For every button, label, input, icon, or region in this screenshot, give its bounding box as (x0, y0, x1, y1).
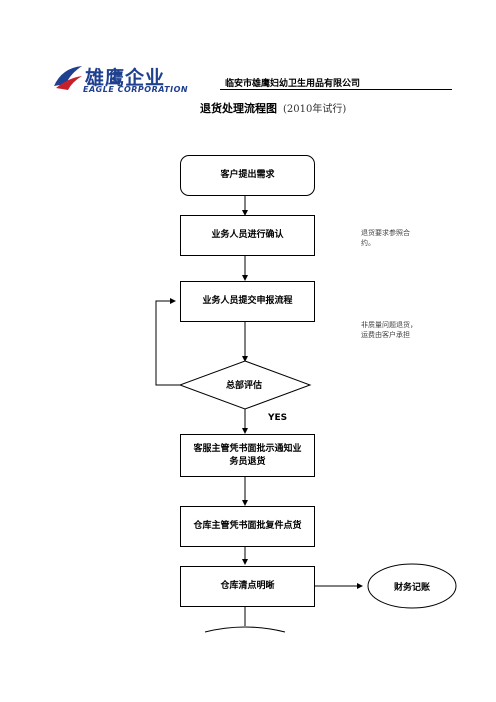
finance-label: 财务记账 (393, 583, 430, 593)
node-step1-label: 业务人员进行确认 (211, 230, 284, 241)
node-step1: 业务人员进行确认 (180, 215, 315, 256)
eagle-logo-icon (54, 66, 82, 90)
node-step4-label: 仓库主管凭书面批复件点货 (193, 521, 302, 532)
node-start-label: 客户提出需求 (220, 170, 275, 181)
company-name: 临安市雄鹰妇幼卫生用品有限公司 (225, 79, 361, 89)
node-start: 客户提出需求 (180, 155, 315, 196)
yes-label: YES (268, 413, 288, 423)
node-step2: 业务人员提交申报流程 (180, 281, 315, 322)
note-return-contract: 退货要求参照合约。 (361, 229, 410, 248)
node-step3: 客服主管凭书面批示通知业 务员退货 (180, 434, 315, 477)
node-step5: 仓库清点明晰 (180, 566, 315, 607)
arrow-decision-loop-back (155, 298, 180, 386)
logo-chinese-name: 雄鹰企业 (85, 67, 166, 89)
header-divider (220, 89, 452, 90)
node-step2-label: 业务人员提交申报流程 (202, 296, 293, 307)
decision-label: 总部评估 (225, 381, 262, 391)
decision-diamond (178, 360, 312, 410)
node-step5-label: 仓库清点明晰 (220, 581, 275, 592)
document-subtitle: (2010年试行) (283, 104, 347, 115)
document-title: 退货处理流程图 (200, 102, 277, 115)
node-step3-label-line1: 客服主管凭书面批示通知业 (193, 444, 302, 455)
logo-english-name: EAGLE CORPORATION (83, 85, 189, 94)
node-step4: 仓库主管凭书面批复件点货 (180, 506, 315, 547)
next-node-partial (204, 626, 286, 633)
note-freight-cost: 非质量问题退货，运费由客户承担 (361, 321, 417, 340)
finance-ellipse (367, 563, 457, 609)
node-step3-label-line2: 务员退货 (229, 456, 266, 467)
